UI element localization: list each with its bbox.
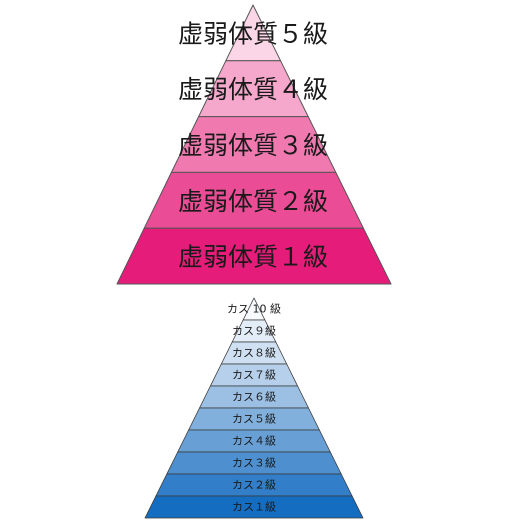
pyramid-level-label: 虚弱体質２級 bbox=[178, 187, 328, 216]
pyramid-level-label: 虚弱体質４級 bbox=[178, 75, 328, 104]
pyramid-level-label: カス５級 bbox=[232, 413, 276, 426]
pyramid-level-1 bbox=[144, 495, 364, 519]
pyramid-level-label: カス 10 級 bbox=[227, 303, 281, 316]
pyramid-level-label: カス９級 bbox=[232, 325, 276, 338]
pyramid-level-label: 虚弱体質５級 bbox=[178, 19, 328, 48]
pyramid-level-label: カス６級 bbox=[232, 391, 276, 404]
pyramid-level-label: カス２級 bbox=[232, 479, 276, 492]
pyramid-level-label: カス４級 bbox=[232, 435, 276, 448]
blue-pyramid: カス 10 級カス９級カス８級カス７級カス６級カス５級カス４級カス３級カス２級カ… bbox=[144, 297, 364, 519]
pyramid-level-label: カス１級 bbox=[232, 501, 276, 514]
pyramid-level-label: 虚弱体質１級 bbox=[178, 243, 328, 272]
pyramid-level-label: カス８級 bbox=[232, 347, 276, 360]
pyramid-level-1 bbox=[116, 227, 392, 285]
pyramid-level-label: カス３級 bbox=[232, 457, 276, 470]
pyramid-level-label: 虚弱体質３級 bbox=[178, 131, 328, 160]
pyramid-level-label: カス７級 bbox=[232, 369, 276, 382]
